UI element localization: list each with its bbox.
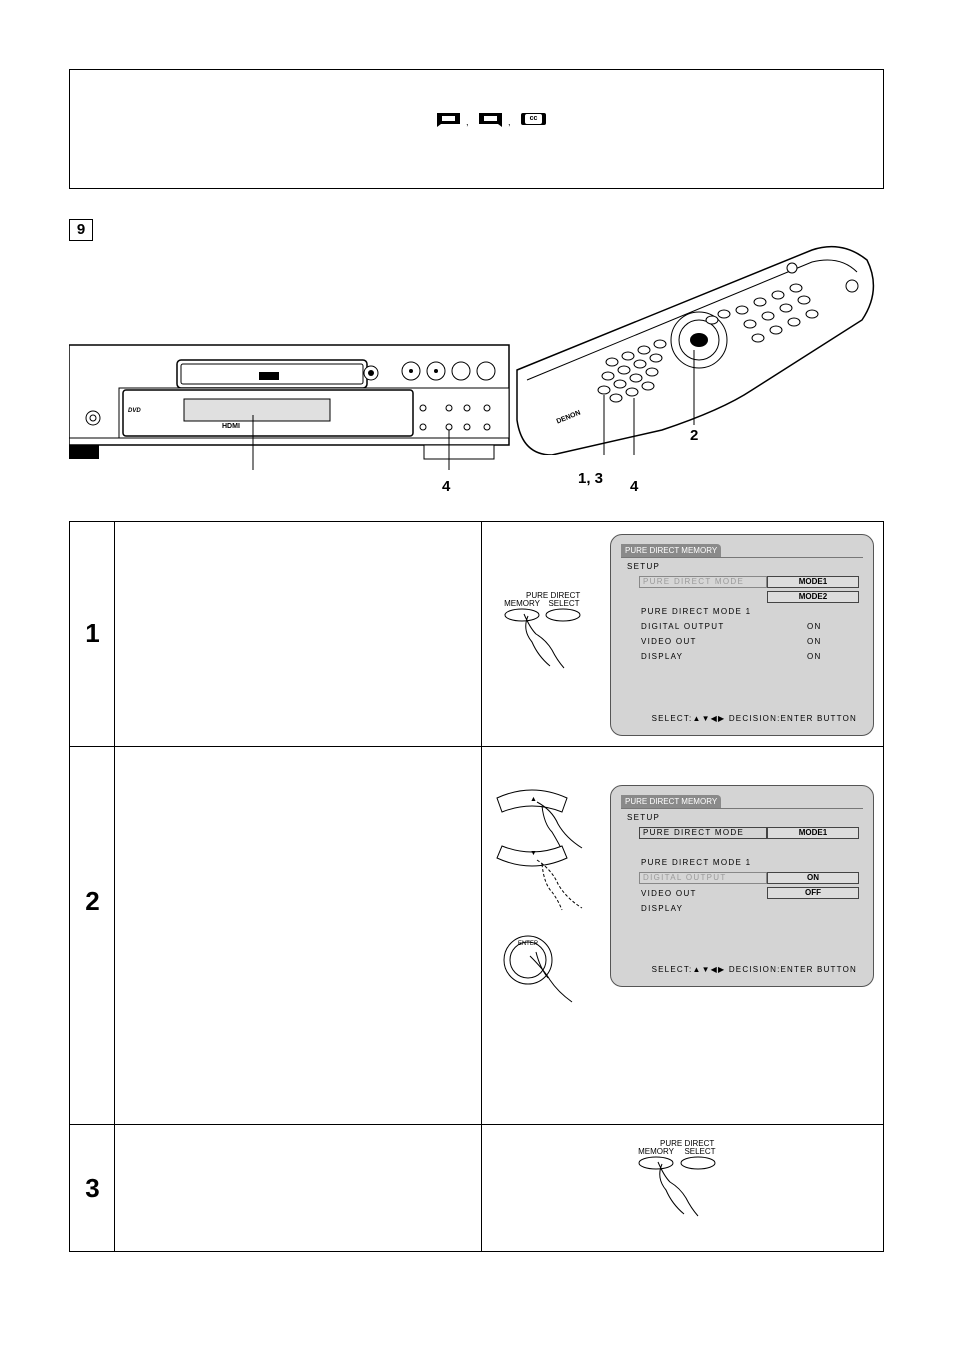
cc-label: CC bbox=[525, 114, 542, 124]
osd-tab: PURE DIRECT MEMORY bbox=[621, 795, 722, 808]
step-number: 3 bbox=[85, 1173, 100, 1203]
osd-option-off[interactable]: OFF bbox=[767, 887, 859, 899]
osd-row-label: PURE DIRECT MODE 1 bbox=[641, 607, 752, 616]
steps-table: 1 2 3 PURE DIRECT MEMORY SELECT PURE DIR… bbox=[69, 521, 884, 1252]
osd-screen-step2: PURE DIRECT MEMORY SETUP PURE DIRECT MOD… bbox=[610, 785, 874, 987]
osd-option-on[interactable]: ON bbox=[767, 872, 859, 884]
dvd-slot-logo: DVD bbox=[191, 370, 202, 376]
osd-row-label: DISPLAY bbox=[641, 904, 684, 913]
osd-tab: PURE DIRECT MEMORY bbox=[621, 544, 722, 557]
osd-row-label: VIDEO OUT bbox=[641, 637, 697, 646]
down-arrow-icon: ▼ bbox=[530, 850, 537, 857]
osd-row-label[interactable]: PURE DIRECT MODE bbox=[639, 576, 767, 588]
memory-label: MEMORY bbox=[638, 1147, 674, 1156]
osd-row-label: DISPLAY bbox=[641, 652, 684, 661]
memory-button-illustration[interactable] bbox=[502, 608, 592, 678]
callout-front-panel: 4 bbox=[442, 478, 451, 495]
memory-button-illustration[interactable] bbox=[636, 1156, 726, 1222]
select-label: SELECT bbox=[548, 599, 580, 608]
separator: , bbox=[508, 117, 511, 127]
subtitle-icon bbox=[437, 113, 460, 127]
separator: , bbox=[466, 117, 469, 127]
osd-header: SETUP bbox=[627, 813, 661, 822]
section-number: 9 bbox=[69, 219, 93, 241]
osd-row-label: VIDEO OUT bbox=[641, 889, 697, 898]
step-number: 2 bbox=[85, 886, 100, 916]
cc-icon: CC bbox=[521, 113, 546, 125]
step-number: 1 bbox=[85, 618, 100, 648]
enter-button-label[interactable]: ENTER bbox=[517, 941, 539, 947]
osd-option-mode2[interactable]: MODE2 bbox=[767, 591, 859, 603]
osd-row-value: ON bbox=[807, 622, 822, 631]
pure-direct-label: PURE DIRECT bbox=[526, 591, 581, 600]
remote-control-illustration bbox=[516, 245, 875, 455]
osd-header: SETUP bbox=[627, 562, 661, 571]
memory-label: MEMORY bbox=[504, 599, 540, 608]
callout-remote-select: 4 bbox=[630, 478, 639, 495]
dvd-logo: DVD bbox=[128, 408, 141, 414]
down-button[interactable] bbox=[496, 845, 568, 867]
note-box: , , CC bbox=[69, 69, 884, 189]
osd-row-label: PURE DIRECT MODE 1 bbox=[641, 858, 752, 867]
cursor-buttons-illustration bbox=[496, 789, 583, 1003]
dvd-player-illustration bbox=[69, 344, 510, 470]
osd-footer: SELECT:▲▼◀▶ DECISION:ENTER BUTTON bbox=[651, 965, 857, 974]
callout-remote-enter: 2 bbox=[690, 427, 699, 444]
hdmi-logo: HDMI bbox=[222, 423, 240, 430]
osd-option-mode1[interactable]: MODE1 bbox=[767, 576, 859, 588]
subtitle-icon bbox=[479, 113, 502, 127]
osd-row-label[interactable]: PURE DIRECT MODE bbox=[639, 827, 767, 839]
osd-footer: SELECT:▲▼◀▶ DECISION:ENTER BUTTON bbox=[651, 714, 857, 723]
osd-row-label[interactable]: DIGITAL OUTPUT bbox=[639, 872, 767, 884]
up-arrow-icon: ▲ bbox=[530, 796, 537, 803]
pure-direct-label: PURE DIRECT bbox=[660, 1139, 715, 1148]
callout-remote-memory: 1, 3 bbox=[578, 470, 604, 487]
up-button[interactable] bbox=[496, 789, 568, 813]
osd-row-value: ON bbox=[807, 652, 822, 661]
osd-row-label: DIGITAL OUTPUT bbox=[641, 622, 725, 631]
osd-screen-step1: PURE DIRECT MEMORY SETUP PURE DIRECT MOD… bbox=[610, 534, 874, 736]
select-label: SELECT bbox=[684, 1147, 716, 1156]
osd-row-value: ON bbox=[807, 637, 822, 646]
osd-row-value[interactable]: MODE1 bbox=[767, 827, 859, 839]
